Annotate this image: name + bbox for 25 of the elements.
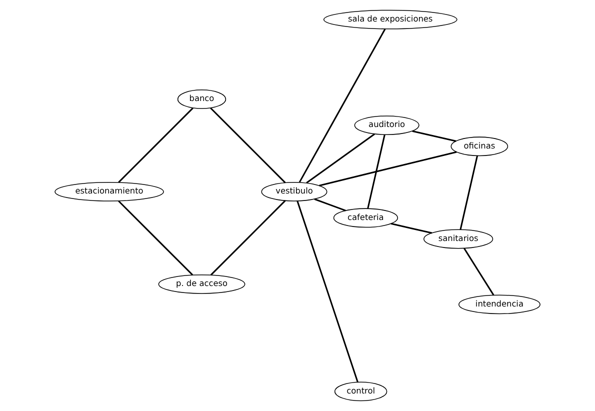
connector <box>314 198 346 212</box>
connector <box>367 134 386 209</box>
connector <box>210 200 286 276</box>
node-ellipse: vestibulo <box>261 182 328 202</box>
node-ellipse: auditorio <box>354 116 420 136</box>
node-ellipse: cafeteria <box>333 208 398 228</box>
connector <box>460 156 478 230</box>
node-ellipse: oficinas <box>450 136 508 156</box>
connector <box>306 133 376 184</box>
connector <box>390 222 432 234</box>
node-ellipse: p. de acceso <box>158 274 246 294</box>
node-ellipse: estacionamiento <box>54 182 164 202</box>
connector <box>298 28 386 183</box>
node-ellipse: sala de exposiciones <box>323 10 458 30</box>
connector <box>464 248 494 296</box>
connector <box>296 200 358 382</box>
connector <box>412 130 456 142</box>
node-ellipse: intendencia <box>458 294 540 314</box>
node-ellipse: banco <box>177 89 226 109</box>
connector <box>210 107 286 184</box>
connector <box>319 151 457 186</box>
connector <box>118 108 194 183</box>
node-ellipse: control <box>334 382 388 402</box>
connector <box>118 200 194 276</box>
node-ellipse: sanitarios <box>424 229 494 249</box>
